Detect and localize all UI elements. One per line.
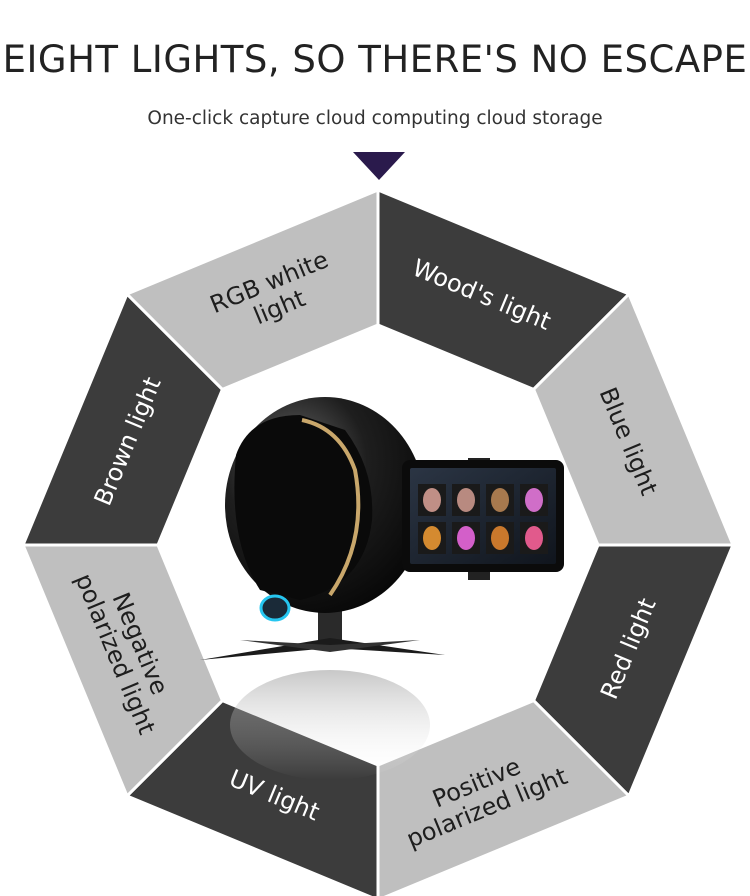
down-arrow-icon (353, 152, 405, 180)
face-image (491, 488, 509, 512)
face-image (457, 488, 475, 512)
device-shell (225, 397, 425, 622)
face-image (525, 488, 543, 512)
page-title: EIGHT LIGHTS, SO THERE'S NO ESCAPE (2, 38, 748, 81)
page-subtitle: One-click capture cloud computing cloud … (147, 108, 603, 129)
floor-reflection (230, 670, 430, 780)
face-image (423, 488, 441, 512)
segment-7 (124, 187, 380, 392)
face-image (457, 526, 475, 550)
face-image (491, 526, 509, 550)
face-image (525, 526, 543, 550)
tablet-screen (402, 458, 564, 580)
face-image (423, 526, 441, 550)
